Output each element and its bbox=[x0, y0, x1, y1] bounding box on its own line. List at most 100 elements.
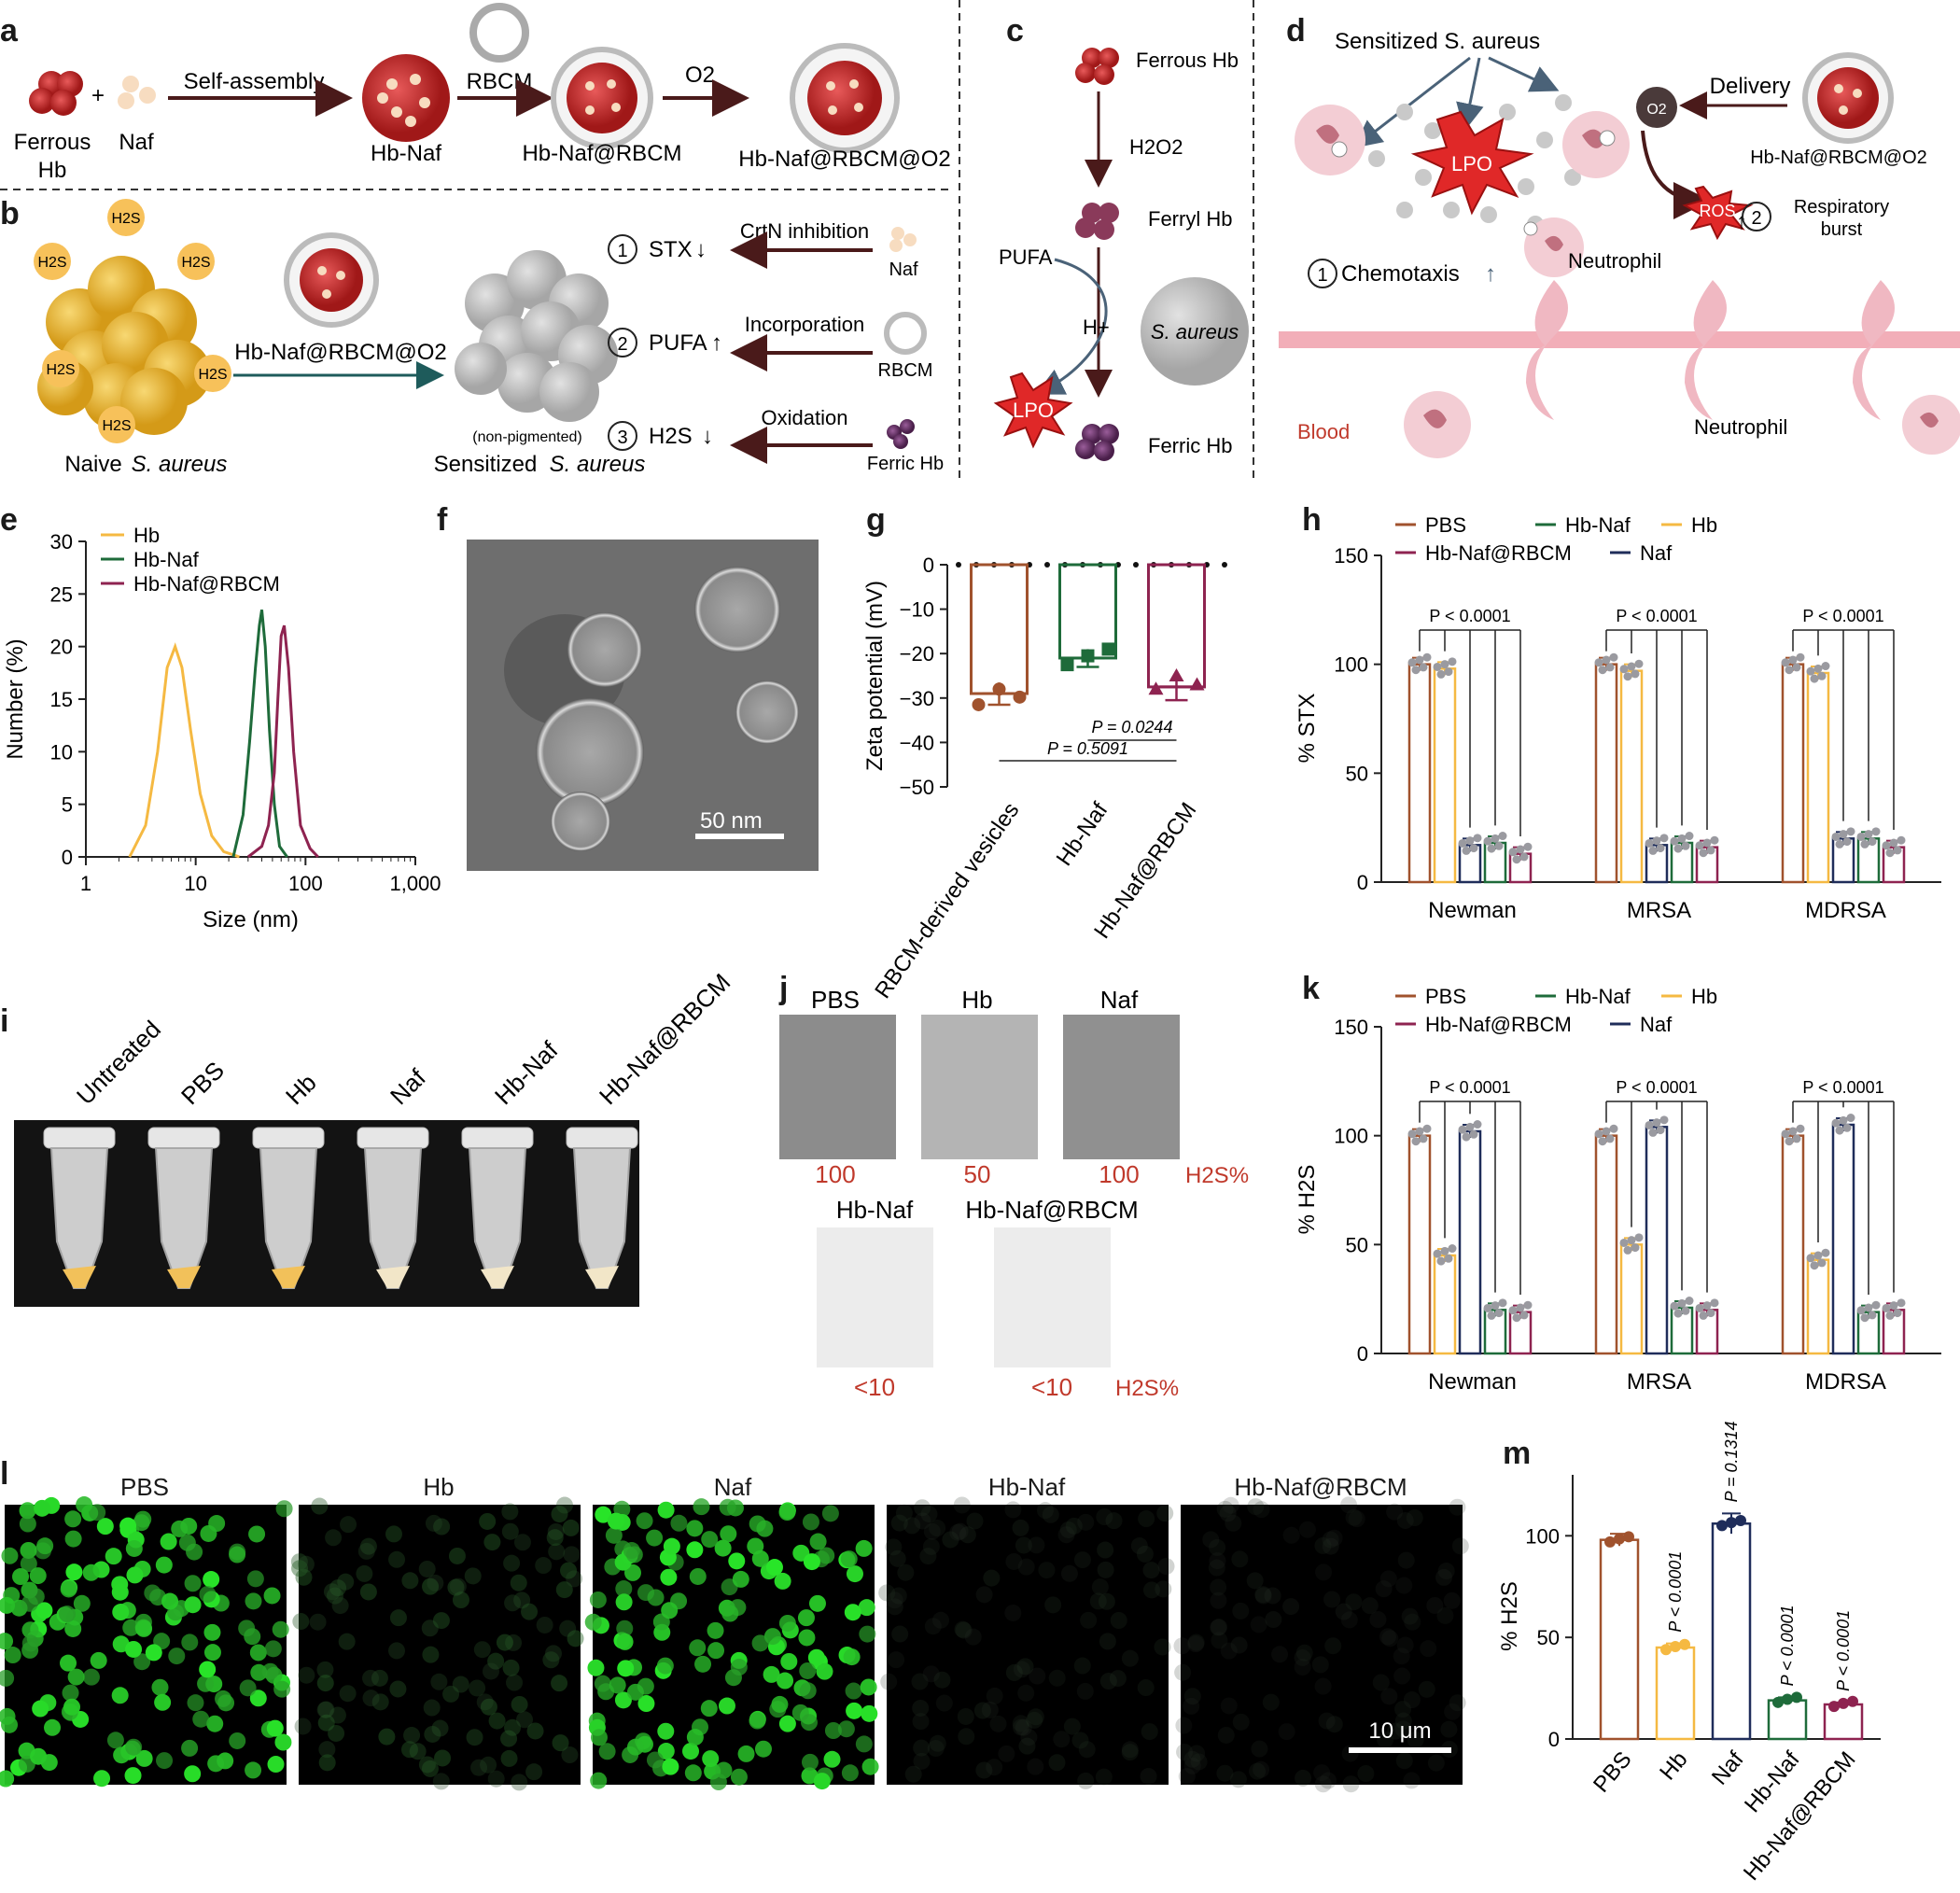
h-pvalue: P < 0.0001 bbox=[1802, 607, 1883, 625]
svg-text:Naf: Naf bbox=[889, 259, 918, 280]
m-data-point bbox=[1660, 1644, 1672, 1656]
g-data-point bbox=[972, 697, 986, 711]
h-data-point bbox=[1483, 836, 1492, 846]
hb-naf-label: Hb-Naf bbox=[371, 141, 441, 166]
k-bar bbox=[1619, 1243, 1644, 1355]
k-legend-label: Naf bbox=[1640, 1013, 1673, 1036]
step-3: 3 H2S↓ Oxidation Ferric Hb bbox=[608, 406, 944, 474]
k-group-label: MRSA bbox=[1627, 1369, 1691, 1395]
j-strip-value: 100 bbox=[1099, 1160, 1139, 1188]
h-data-point bbox=[1868, 837, 1877, 847]
bacteria-cloud bbox=[1368, 94, 1581, 232]
ferrous-label: Ferrous bbox=[14, 130, 91, 155]
g-data-point bbox=[1013, 690, 1027, 704]
k-ytick-label: 150 bbox=[1334, 1016, 1368, 1039]
k-data-point bbox=[1670, 1301, 1679, 1311]
hb-label: Hb bbox=[38, 158, 67, 183]
ferryl-hb-icon bbox=[1075, 203, 1119, 240]
k-bar bbox=[1594, 1134, 1618, 1355]
j-strip-label: Hb-Naf@RBCM bbox=[965, 1196, 1138, 1224]
ferrous-hb-icon bbox=[29, 71, 83, 116]
panel-a-schematic: Ferrous Hb + Naf Self-assembly Hb-Naf RB… bbox=[0, 3, 952, 190]
panel-c-schematic: Ferrous Hb H2O2 Ferryl Hb PUFA H+ S. aur… bbox=[993, 48, 1249, 461]
h-data-point bbox=[1785, 666, 1794, 675]
i-pellet bbox=[63, 1266, 96, 1288]
blood-label: Blood bbox=[1297, 420, 1350, 443]
i-tube bbox=[147, 1127, 220, 1289]
k-data-point bbox=[1695, 1303, 1704, 1312]
step-1: 1 STX↓ CrtN inhibition Naf bbox=[608, 219, 918, 280]
rbcm-icon bbox=[469, 3, 529, 63]
j-unit-top: H2S% bbox=[1185, 1163, 1249, 1188]
hb-naf-rbcm-o2-label: Hb-Naf@RBCM@O2 bbox=[738, 147, 950, 172]
g-ylabel: Zeta potential (mV) bbox=[862, 581, 888, 771]
g-data-point bbox=[992, 682, 1006, 696]
l-fluorescence-image: 10 μm bbox=[1173, 1496, 1469, 1793]
k-data-point bbox=[1821, 1248, 1830, 1257]
h-data-point bbox=[1670, 836, 1679, 846]
m-data-point bbox=[1735, 1514, 1746, 1526]
k-data-point bbox=[1516, 1303, 1525, 1312]
hb-naf-rbcm-o2-icon bbox=[790, 43, 900, 153]
agent-icon-d bbox=[1802, 52, 1894, 144]
naf-icon bbox=[118, 76, 156, 109]
k-data-point bbox=[1677, 1298, 1687, 1308]
k-data-point bbox=[1673, 1309, 1683, 1318]
e-legend-label: Hb-Naf@RBCM bbox=[133, 572, 280, 596]
k-data-point bbox=[1864, 1303, 1873, 1312]
g-category-label: Hb-Naf bbox=[1052, 798, 1113, 871]
h-data-point bbox=[1407, 658, 1417, 667]
h2s-bubble-5: H2S bbox=[198, 367, 227, 383]
sensitized-species-label: S. aureus bbox=[550, 452, 646, 477]
e-xtick-label: 10 bbox=[184, 872, 206, 895]
m-ytick-label: 50 bbox=[1537, 1626, 1560, 1649]
m-ylabel: % H2S bbox=[1497, 1581, 1522, 1651]
k-data-point bbox=[1462, 1132, 1471, 1142]
h-data-point bbox=[1458, 838, 1467, 848]
h-plus-label: H+ bbox=[1083, 316, 1110, 339]
neutrophil-left bbox=[1295, 105, 1365, 175]
k-data-point bbox=[1433, 1249, 1442, 1258]
e-ytick-label: 0 bbox=[62, 846, 73, 869]
divider-b-c bbox=[959, 0, 960, 481]
j-strip bbox=[779, 1015, 896, 1159]
m-ytick-label: 0 bbox=[1548, 1728, 1560, 1751]
h-bar bbox=[1806, 671, 1830, 884]
o2-label: O2 bbox=[685, 63, 715, 88]
m-data-point bbox=[1847, 1695, 1858, 1707]
panel-label-d: d bbox=[1286, 13, 1306, 49]
h-data-point bbox=[1465, 836, 1475, 846]
e-ytick-label: 25 bbox=[50, 582, 73, 606]
h-data-point bbox=[1598, 666, 1607, 675]
l-fluorescence-image bbox=[0, 1496, 293, 1788]
h-group-label: MRSA bbox=[1627, 898, 1691, 923]
transmigrating-neutrophils bbox=[1526, 280, 1895, 420]
l-image-label: Hb-Naf bbox=[987, 1473, 1066, 1501]
plus-sign: + bbox=[91, 83, 105, 108]
neutrophil-mid bbox=[1562, 111, 1630, 178]
h-data-point bbox=[1673, 844, 1683, 853]
k-data-point bbox=[1860, 1313, 1869, 1323]
k-data-point bbox=[1473, 1120, 1482, 1129]
g-zero-dot bbox=[1222, 562, 1227, 568]
h-group-label: Newman bbox=[1428, 898, 1517, 923]
lpo-label: LPO bbox=[1013, 399, 1054, 422]
k-data-point bbox=[1444, 1254, 1453, 1263]
h-data-point bbox=[1440, 660, 1449, 669]
k-data-point bbox=[1897, 1298, 1906, 1308]
tem-image: 50 nm bbox=[467, 540, 819, 871]
burst-label: burst bbox=[1821, 219, 1863, 240]
g-data-point bbox=[1148, 681, 1164, 695]
m-ytick-label: 100 bbox=[1525, 1524, 1560, 1548]
h2o2-label: H2O2 bbox=[1129, 135, 1183, 159]
g-data-point bbox=[1101, 642, 1115, 656]
m-bar bbox=[1711, 1521, 1752, 1741]
h-data-point bbox=[1856, 832, 1866, 841]
h-bar bbox=[1619, 669, 1644, 884]
h-data-point bbox=[1448, 657, 1457, 666]
k-data-point bbox=[1469, 1129, 1478, 1139]
